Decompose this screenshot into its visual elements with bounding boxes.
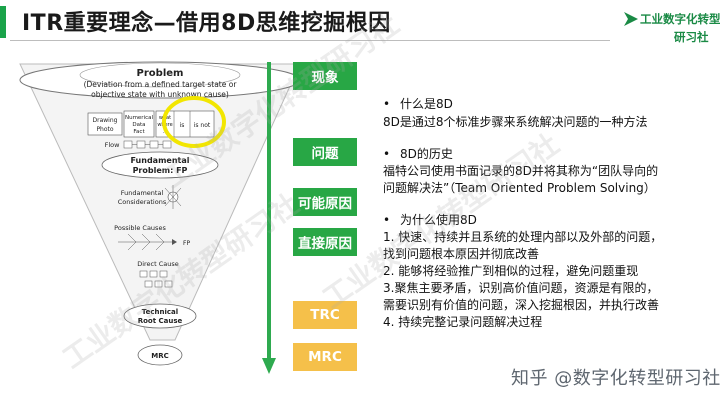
answer-why-8d-3: 2. 能够将经验推广到相似的过程，避免问题重现 [383,264,639,278]
title-accent-bar [0,6,6,38]
page-title: ITR重要理念—借用8D思维挖掘根因 [22,11,391,36]
trc-label-2: Root Cause [138,317,183,325]
flow-label: Flow [105,141,121,149]
box-is-not: is not [194,122,211,129]
footer-attribution: 知乎 @数字化转型研习社 [511,368,720,389]
tag-trc: TRC [293,301,357,329]
problem-desc-2: objective state with unknown cause) [91,90,229,99]
box-numerical-1: Numerical [125,115,154,121]
answer-why-8d-4: 3.聚焦主要矛盾，识别高价值问题，资源是有限的， [383,281,659,295]
possible-causes-label: Possible Causes [114,224,166,232]
direct-cause-label: Direct Cause [137,260,179,268]
box-drawing-label: Drawing [93,117,118,124]
fp-ellipse [101,151,219,179]
question-why-8d: 为什么使用8D [383,212,477,229]
down-arrow-icon [262,62,276,374]
trc-label-1: Technical [142,308,178,316]
answer-why-8d-1: 1. 快速、持续并且系统的处理内部以及外部的问题， [383,230,663,244]
tag-possible-cause: 可能原因 [293,188,357,216]
tag-problem: 问题 [293,138,357,166]
fc-label-2: Considerations [118,198,167,206]
answer-8d-history-1: 福特公司使用书面记录的8D并将其称为“团队导向的 [383,164,659,178]
answer-why-8d-6: 4. 持续完整记录问题解决过程 [383,315,543,329]
answer-8d-history-2: 问题解决法”（Team Oriented Problem Solving） [383,181,656,195]
tag-direct-cause: 直接原因 [293,228,357,256]
tag-mrc: MRC [293,343,357,371]
box-numerical [123,110,155,138]
answer-why-8d-2: 找到问题根本原因并彻底改善 [383,247,540,261]
question-8d-history: 8D的历史 [383,146,453,163]
highlight-circle [162,96,226,148]
logo-text-line2: 研习社 [674,30,709,44]
question-what-is-8d: 什么是8D [383,96,453,113]
fp-title-2: Problem: FP [133,166,188,175]
box-drawing-photo [87,112,123,136]
fp-axis-label: FP [183,240,190,247]
fp-title-1: Fundamental [130,156,189,165]
logo-text-line1: 工业数字化转型 [640,12,720,26]
tag-phenomenon: 现象 [293,62,357,90]
brand-logo: 工业数字化转型 研习社 [624,8,720,48]
fc-label-1: Fundamental [121,189,164,197]
box-photo-label: Photo [96,126,113,133]
problem-desc-1: (Deviation from a defined target state o… [84,80,238,89]
trc-ellipse [123,303,197,329]
mrc-label: MRC [151,352,169,360]
title-bar: ITR重要理念—借用8D思维挖掘根因 [0,0,720,44]
logo-mark-icon [624,12,638,26]
title-divider [10,40,610,41]
mrc-ellipse [137,344,183,366]
problem-title: Problem [137,68,184,79]
answer-why-8d-5: 需要识别有价值的问题，深入挖掘根因，并执行改善 [383,298,660,312]
box-is: is [180,122,185,129]
box-numerical-3: Fact [133,129,145,135]
funnel-top-inner [79,62,241,88]
box-numerical-2: Data [132,122,145,128]
answer-what-is-8d: 8D是通过8个标准步骤来系统解决问题的一种方法 [383,115,648,129]
